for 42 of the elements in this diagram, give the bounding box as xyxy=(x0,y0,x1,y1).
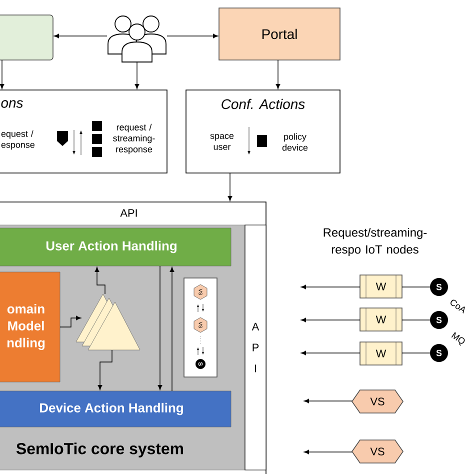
arrow xyxy=(134,62,140,90)
arrow xyxy=(98,350,112,390)
box xyxy=(0,14,54,60)
virtual-sensor-hexagon: VS xyxy=(352,390,404,414)
arrow xyxy=(228,172,232,202)
arrow xyxy=(158,266,162,390)
arrow xyxy=(170,266,174,392)
people-icon xyxy=(108,16,166,62)
protocol-label: CoA xyxy=(450,300,465,314)
action-text: policy device xyxy=(282,133,308,151)
handling-bar: Device Action Handling xyxy=(0,390,232,428)
section-title: Conf. Actions xyxy=(222,98,305,110)
core-title: SemIoTic core system xyxy=(16,442,184,458)
conf-actions-box xyxy=(186,90,340,174)
domain-model-box: omain Model ndling xyxy=(0,272,60,382)
protocol-label: MQ xyxy=(451,332,465,346)
portal-box: Portal xyxy=(218,8,340,60)
arrow xyxy=(94,266,106,294)
triangle-stack xyxy=(76,294,140,350)
arrow xyxy=(276,60,280,90)
arrow xyxy=(166,34,218,38)
api-band: A P I xyxy=(244,224,266,470)
arrow xyxy=(304,450,352,454)
virtual-sensor-hexagon: VS xyxy=(352,440,404,464)
arrow xyxy=(300,318,360,322)
action-text: request / streaming-response xyxy=(113,124,155,154)
wrapper-box: W xyxy=(360,342,402,366)
heading: Request/streaming-respo IoT nodes xyxy=(324,228,427,256)
api-label: API xyxy=(120,209,137,217)
wrapper-box: W xyxy=(360,308,402,332)
arrow xyxy=(300,284,360,290)
wrapper-box: W xyxy=(360,274,402,298)
arrow xyxy=(304,398,352,404)
handling-bar: User Action Handling xyxy=(0,228,232,266)
section-title: ons xyxy=(1,100,23,108)
arrow xyxy=(60,316,82,328)
arrow xyxy=(54,34,108,38)
action-text: equest / esponse xyxy=(1,130,34,150)
arrow xyxy=(300,350,360,356)
arrow xyxy=(0,60,4,90)
action-text: space user xyxy=(210,134,234,150)
actions-box xyxy=(0,90,168,174)
